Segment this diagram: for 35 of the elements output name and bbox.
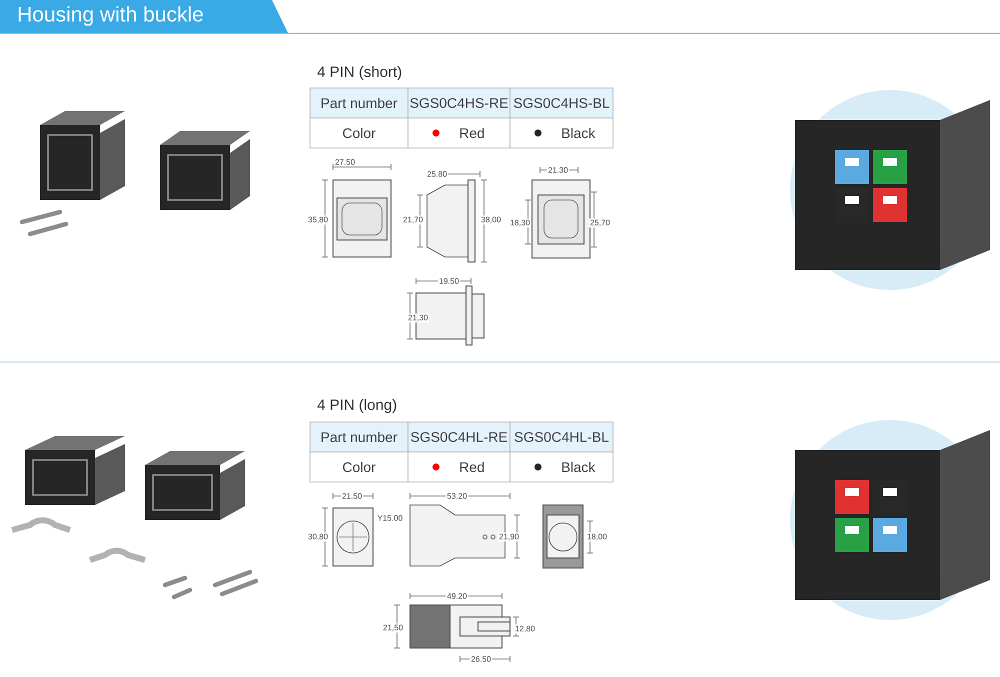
table-cell: SGS0C4HS-BL	[510, 88, 614, 118]
dimension-label: 21,90	[499, 534, 519, 540]
table-cell: Red	[408, 452, 510, 482]
dimension-label: 21,30	[408, 314, 428, 322]
dimension-label: Y15.00	[378, 515, 402, 521]
section-heading: 4 PIN (long)	[317, 399, 396, 413]
table-cell: Part number	[310, 422, 408, 452]
dimension-label: 49.20	[447, 593, 467, 599]
dimension-label: 25.80	[427, 171, 447, 177]
table-cell: Black	[510, 452, 614, 482]
dimension-label: 19.50	[440, 278, 459, 284]
table-cell: Black	[510, 118, 614, 148]
dimension-label: 21,50	[383, 624, 403, 632]
dimension-label: 21.30	[548, 167, 568, 173]
dimension-label: 18,30	[510, 220, 530, 226]
table-cell: SGS0C4HL-BL	[510, 422, 614, 452]
table-cell: Part number	[310, 88, 408, 118]
dimension-label: 25,70	[590, 220, 610, 226]
dimension-label: 26.50	[471, 656, 491, 662]
table-cell: SGS0C4HS-RE	[408, 88, 510, 118]
dimension-label: 21,70	[403, 216, 423, 224]
dimension-label: 27.50	[335, 159, 355, 165]
dimension-label: 53.20	[447, 493, 467, 499]
dimension-label: 35,80	[308, 216, 328, 224]
dimension-label: 30,80	[308, 534, 328, 540]
dimension-label: 38,00	[481, 216, 501, 224]
table-cell: Red	[408, 118, 510, 148]
dimension-label: 12,80	[516, 626, 535, 632]
table-cell: Color	[310, 452, 408, 482]
table-cell: SGS0C4HL-RE	[408, 422, 510, 452]
title: Housing with buckle	[18, 6, 203, 26]
dimension-label: 18,00	[588, 534, 607, 540]
dimension-label: 21.50	[342, 493, 362, 499]
table-cell: Color	[310, 118, 408, 148]
section-heading: 4 PIN (short)	[317, 66, 402, 80]
